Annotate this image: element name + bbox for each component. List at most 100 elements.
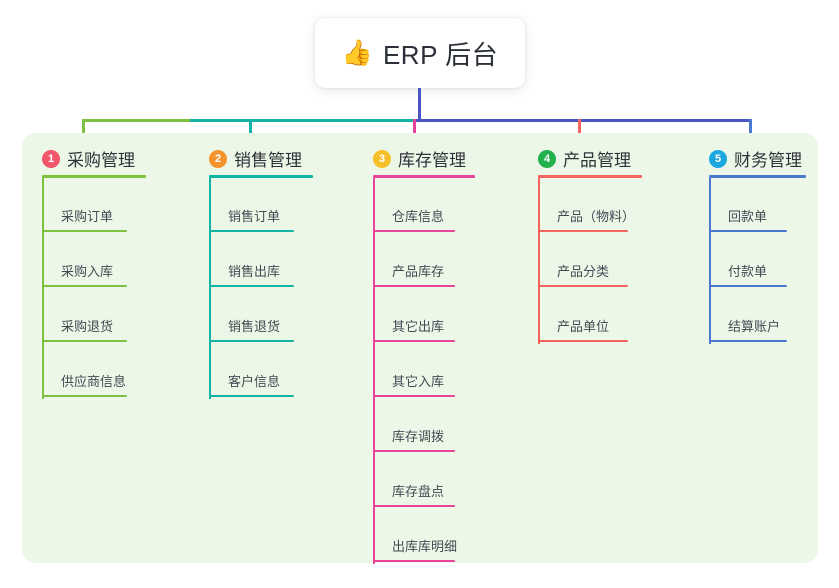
module-item-label: 销售退货 — [228, 319, 281, 334]
module-title-2: 销售管理 — [234, 151, 302, 170]
drop-connector-3 — [413, 119, 416, 145]
module-item[interactable]: 销售出库 — [209, 253, 294, 287]
module-header-rule-4 — [538, 175, 642, 178]
module-item[interactable]: 库存调拨 — [373, 418, 455, 452]
module-item-label: 客户信息 — [228, 374, 281, 389]
bus-segment-teal — [190, 119, 415, 122]
module-item-label: 其它入库 — [392, 374, 445, 389]
module-header-2[interactable]: 2 销售管理 — [209, 146, 302, 171]
module-item-rule — [373, 285, 455, 287]
root-node-title: ERP 后台 — [382, 39, 499, 70]
thumbs-up-icon: 👍 — [341, 38, 373, 67]
module-item-rule — [42, 340, 127, 342]
module-item-label: 库存调拨 — [392, 429, 445, 444]
module-item-rule — [709, 340, 787, 342]
module-item[interactable]: 采购入库 — [42, 253, 127, 287]
module-item[interactable]: 仓库信息 — [373, 198, 455, 232]
drop-connector-4 — [578, 119, 581, 145]
drop-connector-1 — [82, 119, 85, 145]
module-item-rule — [538, 230, 628, 232]
module-item[interactable]: 产品（物料） — [538, 198, 635, 232]
module-title-4: 产品管理 — [563, 151, 631, 170]
module-header-3[interactable]: 3 库存管理 — [373, 146, 466, 171]
module-item-label: 其它出库 — [392, 319, 445, 334]
module-item-label: 产品分类 — [557, 264, 610, 279]
module-item-rule — [373, 230, 455, 232]
module-item-label: 采购订单 — [61, 209, 114, 224]
root-node[interactable]: 👍 ERP 后台 — [315, 18, 525, 88]
module-header-1[interactable]: 1 采购管理 — [42, 146, 135, 171]
drop-connector-5 — [749, 119, 752, 145]
module-header-rule-2 — [209, 175, 313, 178]
modules-panel — [22, 133, 818, 563]
module-header-4[interactable]: 4 产品管理 — [538, 146, 631, 171]
module-item-rule — [538, 340, 628, 342]
module-spine-3 — [373, 178, 375, 564]
module-item[interactable]: 回款单 — [709, 198, 787, 232]
module-item-rule — [209, 230, 294, 232]
module-item[interactable]: 供应商信息 — [42, 363, 127, 397]
module-badge-4: 4 — [538, 149, 556, 168]
module-spine-1 — [42, 178, 44, 399]
module-item-rule — [373, 450, 455, 452]
module-item[interactable]: 其它入库 — [373, 363, 455, 397]
module-item-rule — [373, 505, 455, 507]
module-spine-4 — [538, 178, 540, 344]
module-item-label: 销售出库 — [228, 264, 281, 279]
root-stem-connector — [418, 88, 421, 121]
module-item-label: 出库库明细 — [392, 539, 458, 554]
module-item-label: 结算账户 — [728, 319, 781, 334]
module-item[interactable]: 付款单 — [709, 253, 787, 287]
module-badge-1: 1 — [42, 149, 60, 168]
drop-connector-2 — [249, 119, 252, 145]
module-item-rule — [373, 340, 455, 342]
module-item-rule — [42, 395, 127, 397]
module-title-5: 财务管理 — [734, 151, 802, 170]
module-item[interactable]: 其它出库 — [373, 308, 455, 342]
bus-segment-green — [82, 119, 192, 122]
module-item[interactable]: 出库库明细 — [373, 528, 458, 562]
module-item[interactable]: 采购退货 — [42, 308, 127, 342]
module-item-rule — [373, 560, 455, 562]
module-item[interactable]: 产品库存 — [373, 253, 455, 287]
module-item[interactable]: 结算账户 — [709, 308, 787, 342]
module-title-3: 库存管理 — [398, 151, 466, 170]
module-header-rule-3 — [373, 175, 475, 178]
module-item-rule — [709, 230, 787, 232]
module-item[interactable]: 产品单位 — [538, 308, 628, 342]
module-spine-2 — [209, 178, 211, 399]
module-header-rule-5 — [709, 175, 806, 178]
module-title-1: 采购管理 — [67, 151, 135, 170]
module-item-rule — [209, 340, 294, 342]
module-item-rule — [42, 285, 127, 287]
module-badge-2: 2 — [209, 149, 227, 168]
module-badge-5: 5 — [709, 149, 727, 168]
module-item-label: 付款单 — [728, 264, 768, 279]
module-item-label: 销售订单 — [228, 209, 281, 224]
module-item-label: 产品库存 — [392, 264, 445, 279]
module-item-label: 仓库信息 — [392, 209, 445, 224]
module-item-rule — [209, 395, 294, 397]
module-spine-5 — [709, 178, 711, 344]
module-item-label: 采购退货 — [61, 319, 114, 334]
module-item[interactable]: 销售退货 — [209, 308, 294, 342]
module-item[interactable]: 客户信息 — [209, 363, 294, 397]
module-header-rule-1 — [42, 175, 146, 178]
module-item-rule — [209, 285, 294, 287]
bus-segment-indigo — [413, 119, 751, 122]
module-item-label: 产品单位 — [557, 319, 610, 334]
module-item-rule — [709, 285, 787, 287]
module-header-5[interactable]: 5 财务管理 — [709, 146, 802, 171]
module-item[interactable]: 销售订单 — [209, 198, 294, 232]
module-item[interactable]: 库存盘点 — [373, 473, 455, 507]
module-item-rule — [538, 285, 628, 287]
module-item-label: 采购入库 — [61, 264, 114, 279]
module-item-label: 回款单 — [728, 209, 768, 224]
module-badge-3: 3 — [373, 149, 391, 168]
module-item-label: 产品（物料） — [557, 209, 636, 224]
module-item-rule — [42, 230, 127, 232]
module-item[interactable]: 采购订单 — [42, 198, 127, 232]
module-item-label: 供应商信息 — [61, 374, 127, 389]
module-item[interactable]: 产品分类 — [538, 253, 628, 287]
